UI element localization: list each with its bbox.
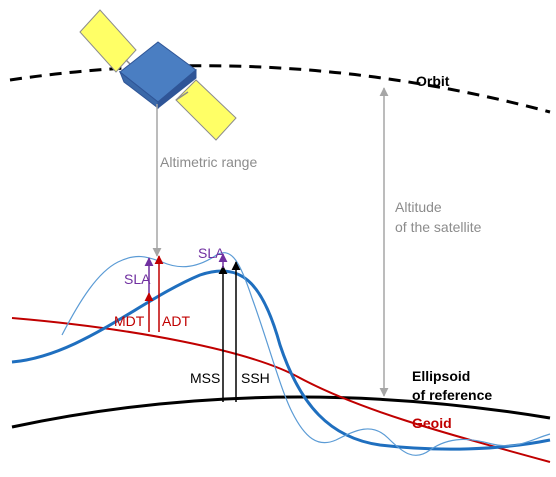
satellite-icon	[79, 9, 237, 141]
ellipsoid-label-line1: Ellipsoid	[412, 368, 470, 384]
ellipsoid-line	[11, 395, 551, 429]
ssh-label: SSH	[241, 370, 270, 386]
mean-sea-surface-line	[11, 269, 551, 451]
orbit-label: Orbit	[416, 73, 450, 89]
ellipsoid-label-line2: of reference	[412, 387, 492, 403]
geoid-line	[11, 317, 551, 463]
adt-label: ADT	[162, 313, 190, 329]
altitude-label-line2: of the satellite	[395, 219, 482, 235]
orbit-line	[9, 64, 551, 114]
altimetric-range-label: Altimetric range	[160, 154, 257, 170]
mss-label: MSS	[190, 370, 220, 386]
sla-right-label: SLA	[198, 245, 225, 261]
altitude-label-line1: Altitude	[395, 199, 442, 215]
sla-left-label: SLA	[124, 271, 151, 287]
geoid-label: Geoid	[412, 415, 452, 431]
mdt-label: MDT	[114, 313, 145, 329]
